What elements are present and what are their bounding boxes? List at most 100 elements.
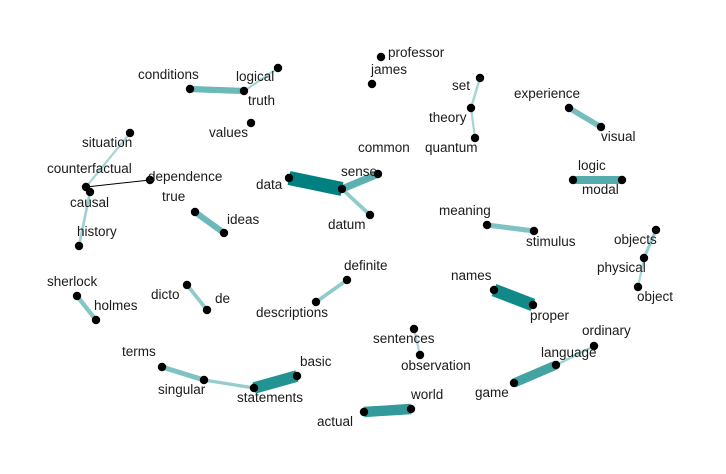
node-label-sentences: sentences [373,331,435,346]
node-singular [199,375,209,385]
node-history [74,241,84,251]
edge-singular-statements [203,378,255,390]
edge-statements-basic [252,370,299,394]
node-world [406,404,416,414]
node-label-sherlock: sherlock [47,274,98,289]
node-label-holmes: holmes [94,298,138,313]
node-statements [249,383,259,393]
node-ideas [219,228,229,238]
edge-counterfactual-dependence [85,179,151,188]
node-label-objects: objects [614,232,657,247]
node-basic [292,371,302,381]
node-logic [568,175,578,185]
node-sense [337,184,347,194]
node-label-ideas: ideas [227,212,260,227]
node-holmes [91,315,101,325]
edge-ordinary-language [555,344,595,367]
node-label-logical: logical [236,69,274,84]
node-label-set: set [452,78,470,93]
node-situation [125,128,135,138]
node-label-true: true [162,189,185,204]
node-dicto [182,280,192,290]
node-modal [617,175,627,185]
node-experience [564,103,574,113]
node-label-definite: definite [344,258,388,273]
edge-conditions-truth [189,85,245,95]
edge-actual-world [363,403,412,418]
node-label-conditions: conditions [138,67,199,82]
node-label-logic: logic [578,158,606,173]
node-data [284,173,294,183]
edge-logical-truth [243,67,279,92]
edge-meaning-stimulus [486,222,535,234]
edge-language-game [512,360,558,388]
node-label-quantum: quantum [425,140,478,155]
node-true [190,207,200,217]
node-conditions [185,84,195,94]
node-label-sense: sense [341,164,377,179]
node-observation [415,350,425,360]
node-sentences [409,324,419,334]
node-label-meaning: meaning [439,203,491,218]
node-meaning [482,220,492,230]
node-label-counterfactual: counterfactual [47,161,132,176]
node-label-ordinary: ordinary [582,323,631,338]
edge-experience-visual [567,105,603,130]
node-game [509,378,519,388]
node-visual [596,122,606,132]
node-label-names: names [451,268,492,283]
node-professor [376,52,386,62]
node-quantum [470,133,480,143]
node-label-language: language [541,345,597,360]
edge-names-proper [491,284,536,311]
node-actual [359,407,369,417]
node-proper [528,300,538,310]
node-definite [342,275,352,285]
node-names [489,285,499,295]
edge-common-sense [340,170,380,193]
node-descriptions [311,297,321,307]
node-label-de: de [215,291,230,306]
edge-sherlock-holmes [75,294,98,322]
node-label-observation: observation [401,358,471,373]
node-stimulus [529,226,539,236]
node-set [475,73,485,83]
edge-sentences-observation [412,328,422,356]
node-label-data: data [256,177,283,192]
node-label-proper: proper [530,308,570,323]
node-label-professor: professor [388,45,445,60]
edge-definite-descriptions [314,278,349,304]
node-dependence [145,175,155,185]
node-logical [273,63,283,73]
node-causal [85,187,95,197]
node-truth [239,86,249,96]
edge-situation-counterfactual [85,132,131,188]
edge-set-theory [469,77,482,109]
node-sherlock [72,291,82,301]
node-label-modal: modal [582,182,619,197]
node-label-physical: physical [597,260,646,275]
node-objects [651,225,661,235]
node-label-stimulus: stimulus [526,234,576,249]
node-common [373,169,383,179]
edge-data-sense [287,171,344,196]
node-ordinary [589,341,599,351]
edge-physical-object [636,257,646,288]
node-de [202,305,212,315]
edge-layer [75,67,658,418]
node-label-values: values [209,125,248,140]
node-james [367,79,377,89]
node-label-dependence: dependence [148,169,222,184]
edge-objects-physical [642,229,658,259]
node-label-world: world [410,387,443,402]
node-label-dicto: dicto [151,287,180,302]
node-label-theory: theory [429,110,467,125]
node-label-common: common [358,140,410,155]
edge-theory-quantum [469,107,477,139]
node-physical [639,253,649,263]
node-label-experience: experience [514,86,580,101]
node-label-terms: terms [122,344,156,359]
node-values [246,118,256,128]
